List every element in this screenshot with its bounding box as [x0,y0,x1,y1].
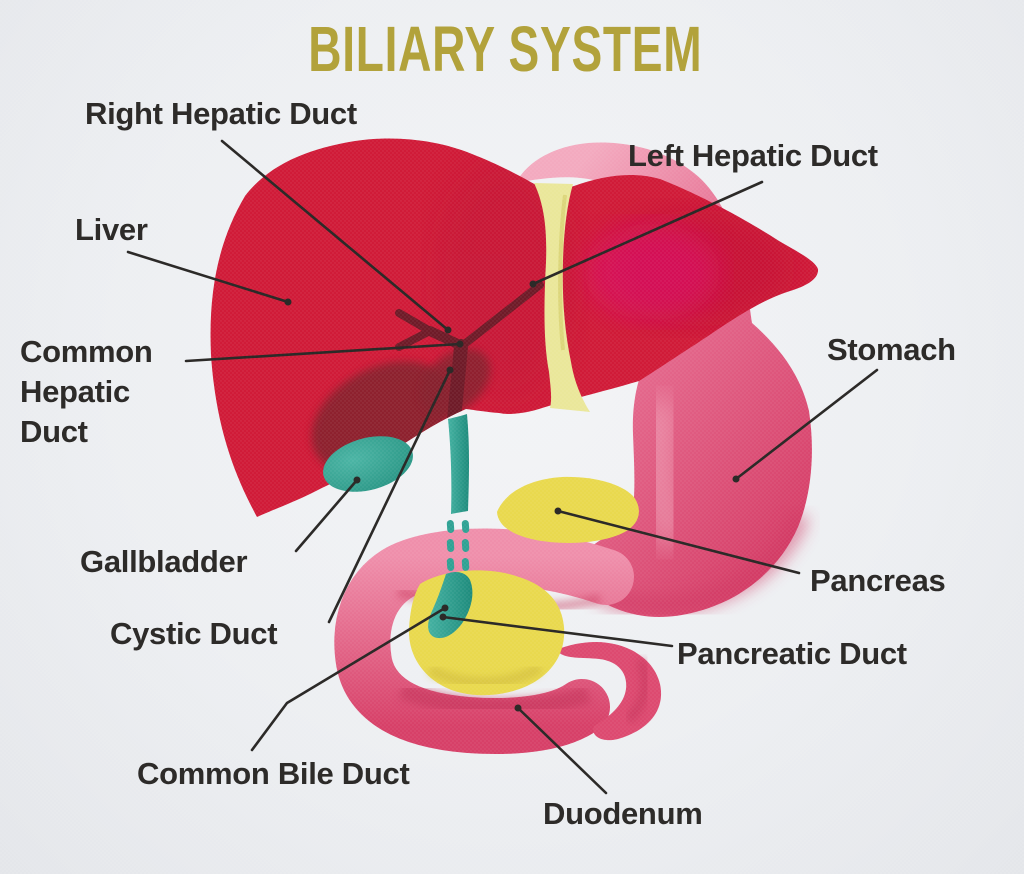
leader-dot-common-bile-duct [441,604,449,612]
leader-line-right-hepatic-duct [220,139,450,332]
leader-dot-pancreatic-duct [439,613,447,621]
label-left-hepatic-duct: Left Hepatic Duct [628,138,878,173]
leader-line-duodenum [516,706,608,795]
leader-line-cystic-duct [327,368,452,624]
leader-dot-common-hepatic-duct [456,340,464,348]
label-right-hepatic-duct: Right Hepatic Duct [85,96,357,131]
leader-dot-pancreas [554,507,562,515]
leader-line-common-bile-duct [250,606,447,752]
leader-line-gallbladder [294,478,359,553]
leader-line-left-hepatic-duct [531,180,764,286]
label-pancreas: Pancreas [810,563,945,598]
leader-dot-left-hepatic-duct [529,280,537,288]
leader-lines [126,139,879,795]
leader-dot-liver [284,298,292,306]
diagram-title: BILIARY SYSTEM [308,13,703,85]
label-cystic-duct: Cystic Duct [110,616,277,651]
label-duodenum: Duodenum [543,796,702,831]
label-common-bile-duct: Common Bile Duct [137,756,410,791]
leader-line-pancreatic-duct [441,615,674,648]
leader-dot-stomach [732,475,740,483]
leader-dot-gallbladder [353,476,361,484]
leader-line-pancreas [556,509,801,575]
label-gallbladder: Gallbladder [80,544,247,579]
label-stomach: Stomach [827,332,956,367]
leader-line-stomach [734,368,879,481]
leader-dot-cystic-duct [446,366,454,374]
leader-line-common-hepatic-duct [184,342,462,363]
leader-dot-duodenum [514,704,522,712]
leader-dot-right-hepatic-duct [444,326,452,334]
leader-line-liver [126,250,290,304]
label-liver: Liver [75,212,148,247]
label-pancreatic-duct: Pancreatic Duct [677,636,907,671]
